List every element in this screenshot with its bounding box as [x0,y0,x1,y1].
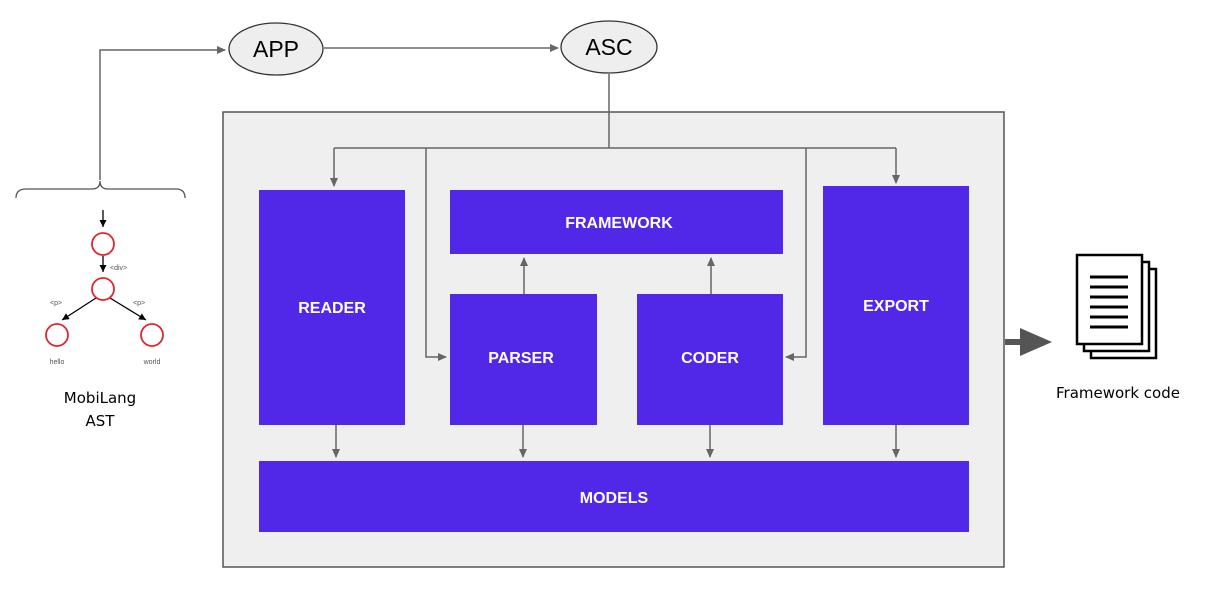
ast-caption-line2: AST [86,412,116,430]
reader-label: READER [298,300,366,317]
bus-to-coder-arrow [785,148,807,361]
ast-p-tag-right: <p> [133,300,145,307]
export-box: EXPORT [823,186,969,425]
reader-box: READER [259,190,405,425]
ast-leaf-hello: hello [50,359,65,366]
ast-to-app-arrow [99,46,226,180]
coder-label: CODER [681,350,739,367]
ast-left-leaf-node [45,323,69,347]
ast-p-tag-left: <p> [50,300,62,307]
parser-label: PARSER [488,350,554,367]
asc-label: ASC [585,34,632,60]
output-arrow [1005,328,1052,356]
connectors [99,44,900,458]
app-label: APP [253,36,299,62]
ast-tree: <div> <p> <p> hello world [45,210,164,366]
export-label: EXPORT [863,298,929,315]
asc-node: ASC [560,20,658,74]
app-node: APP [228,22,324,76]
ast-brace [15,180,186,199]
framework-code-caption: Framework code [1056,384,1180,402]
models-box: MODELS [259,461,969,532]
models-label: MODELS [580,490,649,507]
ast-right-leaf-node [140,323,164,347]
ast-leaf-world: world [143,359,161,366]
ast-div-tag: <div> [110,265,127,272]
parser-box: PARSER [450,294,597,425]
coder-box: CODER [637,294,783,425]
ast-div-node [91,277,115,301]
ast-caption-line1: MobiLang [64,389,136,407]
bus-to-parser-arrow [425,148,447,361]
framework-box: FRAMEWORK [450,190,783,254]
document-stack-icon [1075,253,1158,360]
framework-label: FRAMEWORK [565,215,673,232]
ast-root-node [91,232,115,256]
